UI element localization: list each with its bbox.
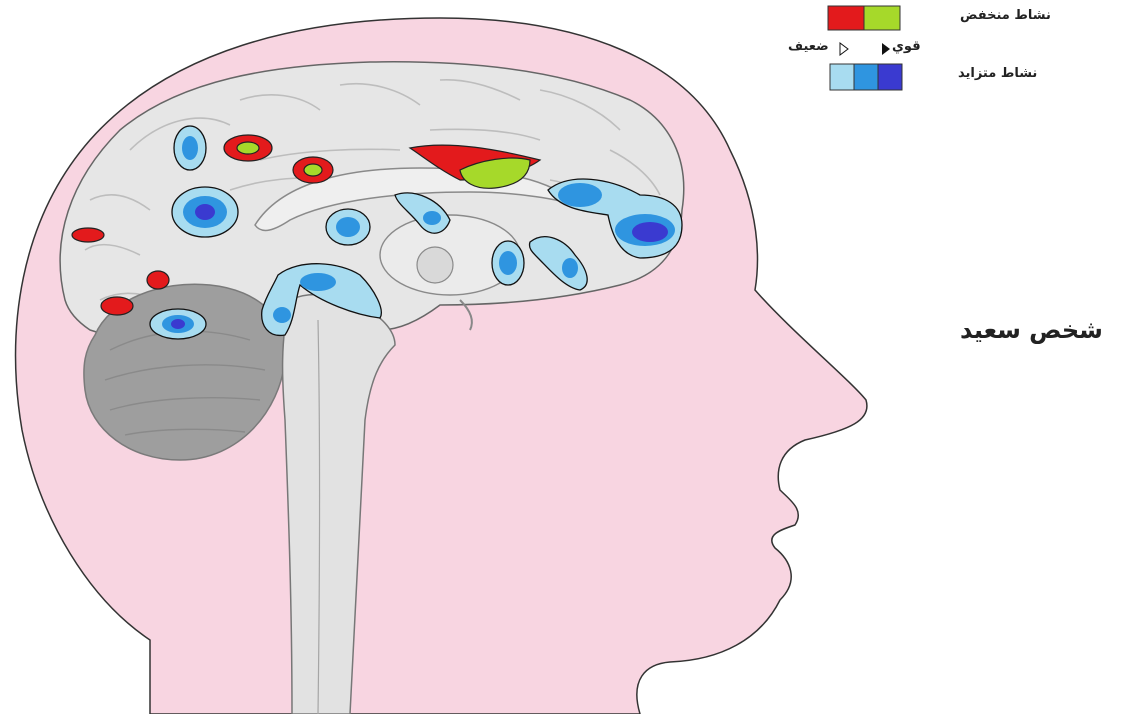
legend-decreased-label: نشاط منخفض bbox=[960, 8, 1051, 23]
legend-decreased-swatch bbox=[828, 6, 900, 30]
legend-strong-label: قوي bbox=[892, 39, 921, 54]
arrow-weak-icon bbox=[840, 43, 848, 55]
legend-increased-swatch bbox=[830, 64, 902, 90]
legend-increased-label: نشاط متزايد bbox=[958, 66, 1037, 81]
arrow-strong-icon bbox=[882, 43, 890, 55]
subject-label: شخص سعيد bbox=[960, 316, 1103, 344]
legend-weak-label: ضعيف bbox=[788, 39, 829, 54]
pons bbox=[417, 247, 453, 283]
